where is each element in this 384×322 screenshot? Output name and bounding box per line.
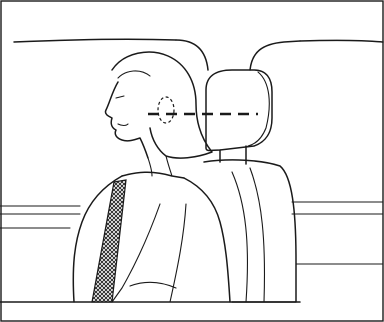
mouth [118, 124, 128, 126]
ear-marker-icon [158, 97, 174, 123]
seat-back-seam-1 [250, 168, 264, 302]
seat-belt [92, 180, 126, 302]
headrest-side [248, 72, 269, 146]
rear-seat-top-right [250, 41, 300, 70]
window-line-right [300, 40, 383, 42]
hair-bang [118, 71, 150, 78]
car-interior [0, 39, 383, 264]
eye [116, 96, 124, 98]
neck-back [166, 156, 172, 176]
arm-back [170, 204, 186, 302]
neck-front [148, 158, 152, 176]
headrest-outline [206, 70, 272, 151]
cuff [130, 282, 176, 288]
rear-seat [176, 40, 300, 70]
seat-back-outline [204, 160, 296, 302]
seat-back-seam-2 [232, 172, 247, 302]
collar [122, 172, 184, 178]
hair-outline [112, 52, 212, 158]
window-line-left [14, 39, 176, 42]
jacket-back [184, 178, 230, 302]
face-profile [105, 82, 148, 158]
headrest [206, 70, 272, 164]
